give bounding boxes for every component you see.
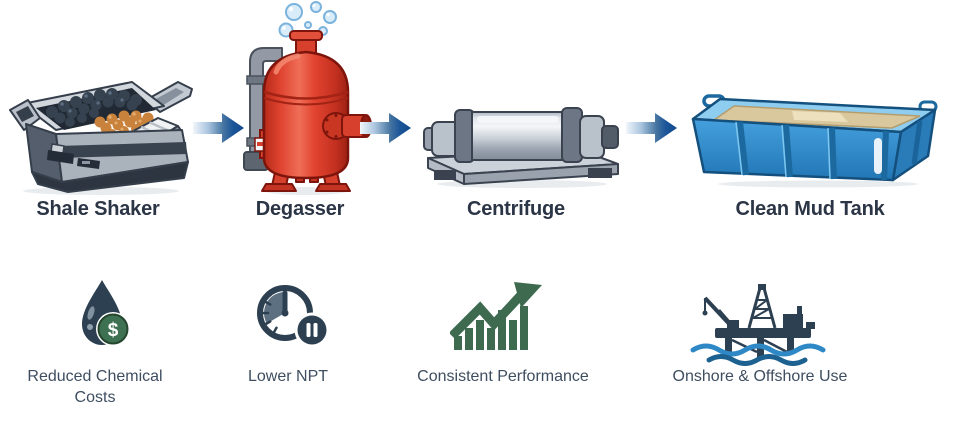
- step-label-degasser: Degasser: [255, 198, 345, 220]
- step-label-clean-mud-tank: Clean Mud Tank: [735, 198, 885, 220]
- step-label-centrifuge: Centrifuge: [466, 198, 565, 220]
- right-arrow-icon: [626, 113, 677, 143]
- benefit-label-lower-npt: Lower NPT: [247, 368, 329, 385]
- benefit-label-reduced-chemical-costs: Reduced Chemical Costs: [27, 368, 163, 406]
- money-drop-icon: $: [82, 280, 130, 346]
- benefit-label-onshore-offshore-use: Onshore & Offshore Use: [672, 368, 848, 385]
- step-label-shale-shaker: Shale Shaker: [36, 198, 160, 220]
- centrifuge-illustration: [423, 107, 619, 188]
- clock-pause-icon: [257, 285, 330, 348]
- right-arrow-icon: [360, 113, 411, 143]
- dollar-sign: $: [108, 320, 119, 341]
- growth-chart-icon: [450, 282, 542, 350]
- wave-light: [690, 343, 826, 357]
- chart-bars: [454, 306, 528, 350]
- oil-rig-icon: [690, 284, 826, 366]
- wave-dark: [706, 354, 808, 366]
- benefit-label-consistent-performance: Consistent Performance: [417, 368, 589, 385]
- shale-shaker-illustration: [9, 81, 193, 195]
- right-arrow-icon: [193, 113, 244, 143]
- clean-mud-tank-illustration: [691, 94, 938, 188]
- degasser-illustration: [243, 1, 372, 195]
